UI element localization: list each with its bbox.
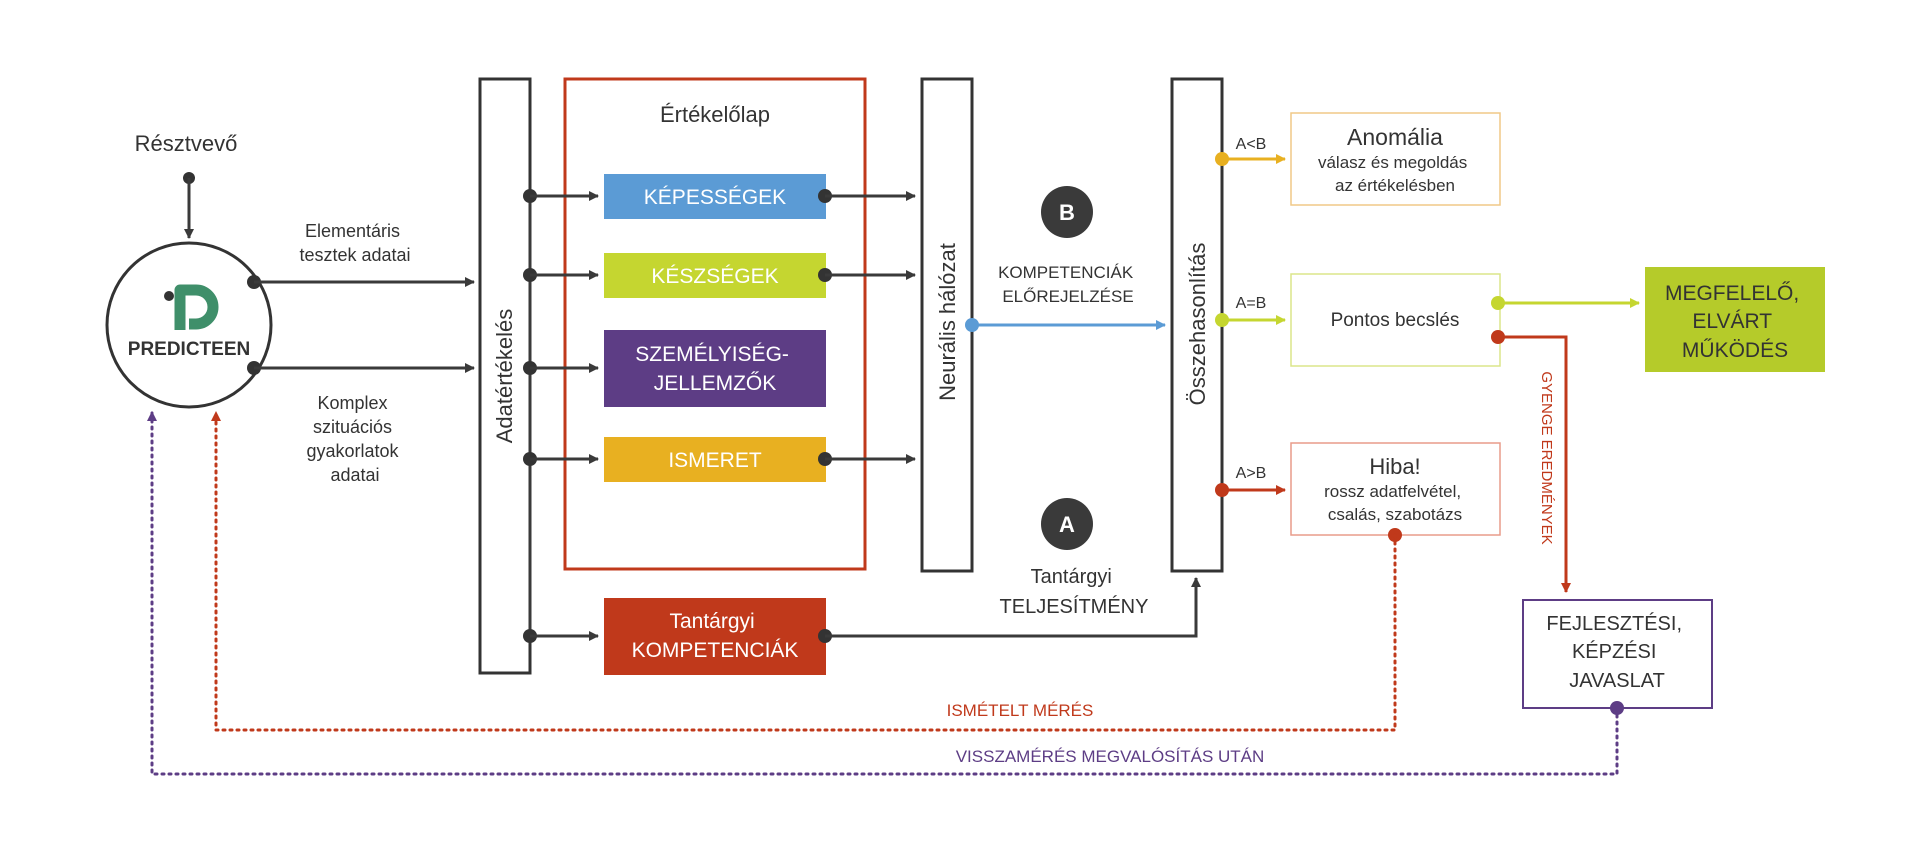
performance-label: Tantárgyi TELJESÍTMÉNY [1000, 566, 1149, 618]
development-box [1522, 599, 1713, 709]
data-evaluation-bar [478, 77, 532, 675]
category-personality-label: SZEMÉLYISÉG- JELLEMZŐK [635, 343, 795, 395]
expected-label: MEGFELELŐ, ELVÁRT MŰKÖDÉS [1665, 282, 1805, 362]
category-knowledge-box [604, 437, 826, 482]
remeasure-label: ISMÉTELT MÉRÉS [947, 701, 1094, 720]
accurate-box [1290, 273, 1501, 367]
evaluation-sheet-frame [563, 77, 867, 571]
anomaly-box [1290, 112, 1501, 206]
remeasure-loop [211, 410, 1397, 732]
badge-a: A [1041, 498, 1093, 550]
subject-competence-label: Tantárgyi KOMPETENCIÁK [632, 610, 799, 662]
development-label: FEJLESZTÉSI, KÉPZÉSI JAVASLAT [1546, 612, 1687, 692]
condition-a-greater-b: A>B [1236, 465, 1267, 482]
post-measure-loop [147, 410, 1619, 776]
condition-a-less-b: A<B [1236, 136, 1267, 153]
participant-label: Résztvevő [135, 131, 238, 156]
category-row: KÉSZSÉGEK [523, 253, 916, 298]
condition-a-equal-b: A=B [1236, 295, 1267, 312]
category-personality-box [604, 330, 826, 407]
anomaly-title: Anomália [1347, 124, 1443, 150]
badge-b: B [1041, 186, 1093, 238]
category-skills-label: KÉSZSÉGEK [651, 265, 778, 288]
svg-text:A: A [1059, 512, 1075, 537]
neural-network-label: Neurális hálózat [935, 243, 960, 401]
subject-competence-row: Tantárgyi KOMPETENCIÁK [523, 577, 1201, 675]
error-description: rossz adatfelvétel, csalás, szabotázs [1324, 482, 1466, 524]
category-row: ISMERET [523, 437, 916, 482]
error-title: Hiba! [1369, 454, 1420, 479]
category-capabilities-label: KÉPESSÉGEK [644, 186, 786, 209]
post-measure-label: VISSZAMÉRÉS MEGVALÓSÍTÁS UTÁN [956, 747, 1265, 766]
predicteen-logo-text: PREDICTEEN [128, 339, 250, 360]
category-row: KÉPESSÉGEK [523, 174, 916, 219]
category-skills-box [604, 253, 826, 298]
predicteen-logo-icon [164, 284, 219, 330]
error-box [1290, 442, 1501, 536]
expected-box [1645, 267, 1825, 372]
data-evaluation-label: Adatértékelés [492, 309, 517, 444]
weak-results-label: GYENGE EREDMÉNYEK [1538, 371, 1555, 544]
comparison-label: Összehasonlítás [1185, 243, 1210, 406]
category-knowledge-label: ISMERET [668, 449, 762, 472]
category-capabilities-box [604, 174, 826, 219]
complex-label: Komplex szituációs gyakorlatok adatai [306, 393, 403, 485]
evaluation-sheet-title: Értékelőlap [660, 102, 770, 127]
anomaly-description: válasz és megoldás az értékelésben [1318, 153, 1472, 195]
elementary-label: Elementáris tesztek adatai [299, 221, 410, 265]
prediction-label: KOMPETENCIÁK ELŐREJELZÉSE [998, 263, 1138, 306]
weak-results-arrow [1498, 335, 1571, 593]
svg-text:B: B [1059, 200, 1075, 225]
category-row: SZEMÉLYISÉG- JELLEMZŐK [523, 330, 826, 407]
accurate-label: Pontos becslés [1331, 310, 1460, 331]
subject-competence-box [604, 598, 826, 675]
